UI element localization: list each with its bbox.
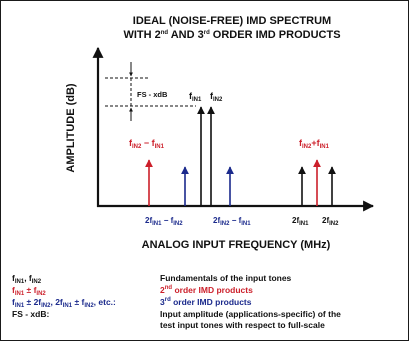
y-axis-label: AMPLITUDE (dB) — [65, 83, 77, 173]
label-2fin1: 2fIN1 — [292, 216, 309, 227]
label-2fin2-minus-fin1: 2fIN2 − fIN1 — [213, 216, 251, 227]
legend-term-third-order: fIN1 ± 2fIN2, 2fIN1 ± fIN2, etc.: — [12, 297, 116, 309]
title-line-2: WITH 2nd AND 3rd ORDER IMD PRODUCTS — [123, 29, 340, 41]
legend-desc-fs-xdb-line-2: test input tones with respect to full-sc… — [160, 320, 325, 330]
label-fin1: fIN1 — [189, 91, 202, 103]
label-fin2: fIN2 — [210, 91, 223, 103]
label-fin2-minus-fin1: fIN2 − fIN1 — [129, 138, 165, 150]
label-fin2-plus-fin1: fIN2+fIN1 — [299, 138, 330, 150]
legend: fIN1, fIN2 Fundamentals of the input ton… — [12, 273, 341, 330]
fs-xdb-label: FS - xdB — [137, 90, 168, 99]
legend-term-second-order: fIN1 ± fIN2 — [12, 285, 46, 297]
legend-term-fundamentals: fIN1, fIN2 — [12, 273, 42, 285]
title-line-1: IDEAL (NOISE-FREE) IMD SPECTRUM — [133, 15, 331, 27]
legend-desc-third-order: 3rd order IMD products — [160, 297, 252, 307]
label-2fin1-minus-fin2: 2fIN1 − fIN2 — [145, 216, 183, 227]
legend-desc-second-order: 2nd order IMD products — [160, 285, 253, 295]
legend-desc-fundamentals: Fundamentals of the input tones — [160, 273, 292, 283]
label-2fin2: 2fIN2 — [322, 216, 339, 227]
legend-desc-fs-xdb: Input amplitude (applications-specific) … — [160, 309, 341, 319]
legend-term-fs-xdb: FS - xdB: — [12, 309, 49, 319]
x-axis-label: ANALOG INPUT FREQUENCY (MHz) — [142, 239, 331, 251]
